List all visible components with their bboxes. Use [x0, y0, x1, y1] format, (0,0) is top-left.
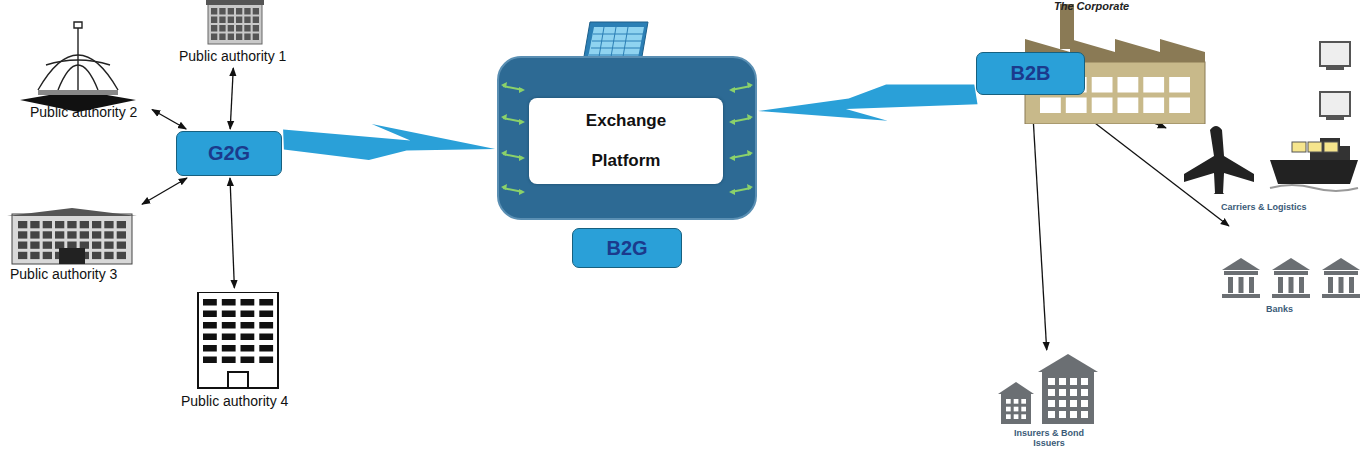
office-illustration [206, 0, 264, 45]
node-label: Public authority 1 [179, 48, 286, 64]
node-label: B2B [1010, 62, 1050, 85]
process-box: B2G [572, 228, 682, 268]
connector-arrow [142, 178, 187, 204]
node-label: Exchange Platform [576, 101, 676, 181]
connector-arrow [230, 68, 233, 129]
node-label: Public authority 3 [10, 266, 117, 282]
node-label: Insurers & Bond Issuers [1012, 428, 1086, 448]
entity-illustration: Banks [1220, 228, 1360, 318]
dome-illustration [18, 20, 138, 112]
entity-illustration: Carriers & Logistics [1168, 118, 1360, 216]
node-label: The Corporate [1054, 0, 1129, 12]
lightning-link [758, 84, 977, 120]
carriers-illustration [1170, 120, 1360, 194]
lightning-link [283, 124, 495, 160]
insurers-illustration [998, 354, 1098, 426]
node-label: G2G [208, 142, 250, 165]
node-label: Carriers & Logistics [1221, 202, 1307, 212]
connector-arrow [230, 178, 234, 288]
platform-panel: Exchange Platform [529, 98, 723, 184]
node-label: Banks [1266, 304, 1293, 314]
entity-illustration: Public authority 4 [178, 290, 296, 412]
long-illustration [7, 208, 137, 266]
process-box: G2G [176, 131, 282, 176]
exchange-platform: Exchange Platform [497, 56, 757, 220]
node-label: B2G [606, 237, 647, 260]
node-label: Public authority 2 [30, 104, 137, 120]
node-label: Public authority 4 [181, 393, 288, 409]
entity-illustration: Insurers & Bond Issuers [994, 352, 1106, 462]
entity-illustration: Public authority 1 [176, 0, 294, 66]
banks-illustration [1222, 258, 1362, 300]
connector-arrow [1032, 97, 1047, 350]
entity-illustration: Public authority 3 [4, 206, 140, 284]
process-box: B2B [976, 52, 1085, 95]
connector-arrow [152, 110, 186, 130]
tower-illustration [193, 292, 283, 390]
entity-illustration: Public authority 2 [16, 18, 150, 122]
